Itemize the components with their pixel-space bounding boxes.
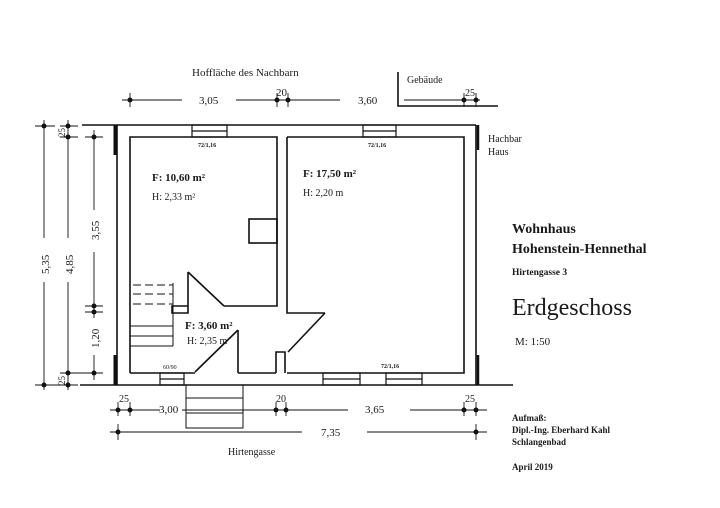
dim-bottom-right: 3,65 — [365, 404, 385, 416]
building-label: Gebäude — [407, 75, 443, 86]
dimension-dots — [41, 97, 479, 435]
surveyor: Dipl.-Ing. Eberhard Kahl — [512, 425, 611, 435]
dim-bottom-wall-left: 25 — [119, 394, 129, 405]
dim-lower: 1,20 — [90, 328, 102, 348]
dim-bottom-wall-mid: 20 — [276, 394, 286, 405]
room-1-height: H: 2,33 m² — [152, 192, 195, 203]
dim-total-outer: 5,35 — [40, 254, 52, 274]
dimension-lines — [35, 93, 487, 440]
room-2-area: F: 17,50 m² — [303, 168, 357, 180]
room-3-area: F: 3,60 m² — [185, 320, 233, 332]
address: Hirtengasse 3 — [512, 268, 567, 278]
floor-title: Erdgeschoss — [512, 295, 632, 321]
windows — [159, 124, 423, 386]
scale: M: 1:50 — [515, 336, 551, 348]
neighbor-yard-label: Hoffläche des Nachbarn — [192, 67, 299, 79]
street-label: Hirtengasse — [228, 447, 276, 458]
dim-wall-top: 25 — [57, 128, 67, 138]
dim-bottom-wall-right: 25 — [465, 394, 475, 405]
dim-top-wall: 20 — [276, 87, 288, 99]
surveyor-city: Schlangenbad — [512, 437, 566, 447]
neighbor-building-outline — [397, 72, 498, 107]
dim-top-right: 3,60 — [358, 95, 378, 107]
window-label-bottom-left: 60/90 — [163, 365, 177, 371]
dim-upper: 3,55 — [90, 220, 102, 240]
dim-total-inner: 4,85 — [64, 254, 76, 274]
window-label-bottom-right: 72/1,16 — [381, 364, 399, 370]
dim-building: 25 — [465, 88, 475, 99]
date: April 2019 — [512, 462, 553, 472]
stairs — [130, 283, 244, 429]
neighbor-house-label: Hachbar — [488, 134, 523, 145]
place-title: Hohenstein-Hennethal — [512, 242, 647, 257]
dim-top-left: 3,05 — [199, 95, 219, 107]
room-1-area: F: 10,60 m² — [152, 172, 206, 184]
survey-label: Aufmaß: — [512, 413, 547, 423]
room-3-height: H: 2,35 m — [187, 336, 228, 347]
dim-bottom-total: 7,35 — [321, 427, 341, 439]
neighbor-house-label-2: Haus — [488, 147, 509, 158]
dim-bottom-left: 3,00 — [159, 404, 179, 416]
window-label-top-right: 72/1,16 — [368, 143, 386, 149]
window-label-top-left: 72/1,16 — [198, 143, 216, 149]
building-title: Wohnhaus — [512, 222, 576, 237]
room-2-height: H: 2,20 m — [303, 188, 344, 199]
dim-wall-bottom: 25 — [57, 376, 67, 386]
